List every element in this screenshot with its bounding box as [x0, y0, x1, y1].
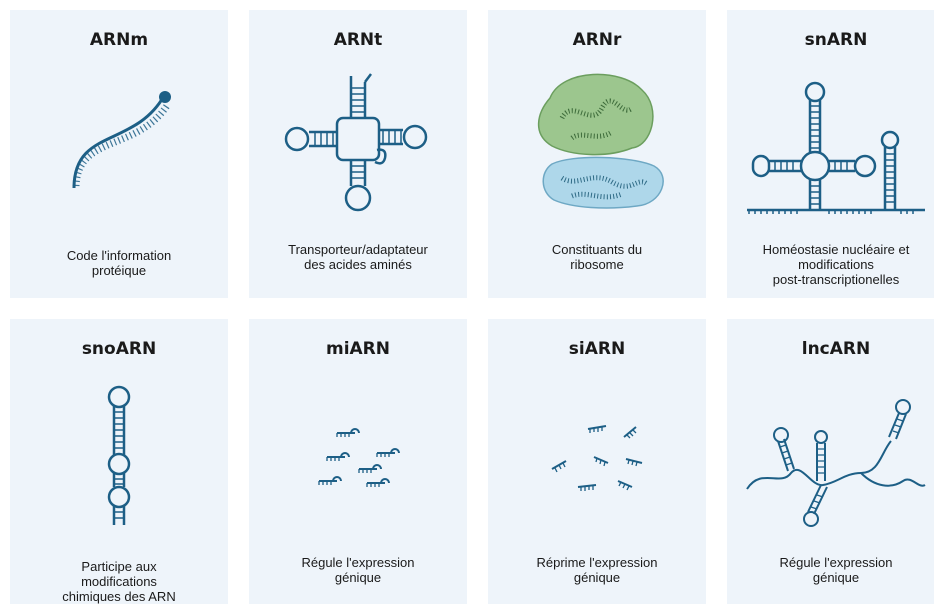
snrna-structure-icon: [747, 68, 925, 228]
card-description: Code l'information protéique: [66, 248, 172, 278]
card-description: Homéostasie nucléaire et modifications p…: [762, 242, 910, 287]
lncrna-structure-icon: [746, 377, 926, 537]
trna-cloverleaf-icon: [273, 68, 443, 228]
card-description: Réprime l'expression génique: [536, 555, 658, 585]
card-title: ARNm: [89, 30, 149, 50]
card-snarn: snARN: [727, 10, 934, 298]
card-snoarn: snoARN Participe aux modifications chimi…: [10, 319, 228, 604]
mirna-fragments-icon: [273, 377, 443, 537]
card-lncarn: lncARN Régule l'expression g: [727, 319, 934, 604]
card-arnm: ARNm Code l'information protéique: [10, 10, 228, 298]
card-description: Régule l'expression génique: [779, 555, 893, 585]
card-description: Participe aux modifications chimiques de…: [62, 559, 176, 604]
card-title: lncARN: [801, 339, 871, 359]
card-title: snoARN: [81, 339, 157, 359]
card-description: Constituants du ribosome: [551, 242, 643, 272]
card-title: siARN: [568, 339, 626, 359]
card-title: miARN: [325, 339, 390, 359]
card-description: Transporteur/adaptateur des acides aminé…: [288, 242, 428, 272]
card-title: ARNt: [333, 30, 383, 50]
card-arnt: ARNt Transporteur/adaptateur: [249, 10, 467, 298]
sirna-fragments-icon: [512, 377, 682, 537]
card-arnr: ARNr Constituants du ribosome: [488, 10, 706, 298]
card-title: ARNr: [572, 30, 622, 50]
mrna-strand-icon: [34, 68, 204, 228]
card-title: snARN: [804, 30, 868, 50]
card-description: Régule l'expression génique: [301, 555, 415, 585]
card-siarn: siARN Réprime l'expression génique: [488, 319, 706, 604]
ribosome-icon: [512, 68, 682, 228]
snorna-hairpin-icon: [34, 377, 204, 537]
card-miarn: miARN Régule l'expression génique: [249, 319, 467, 604]
